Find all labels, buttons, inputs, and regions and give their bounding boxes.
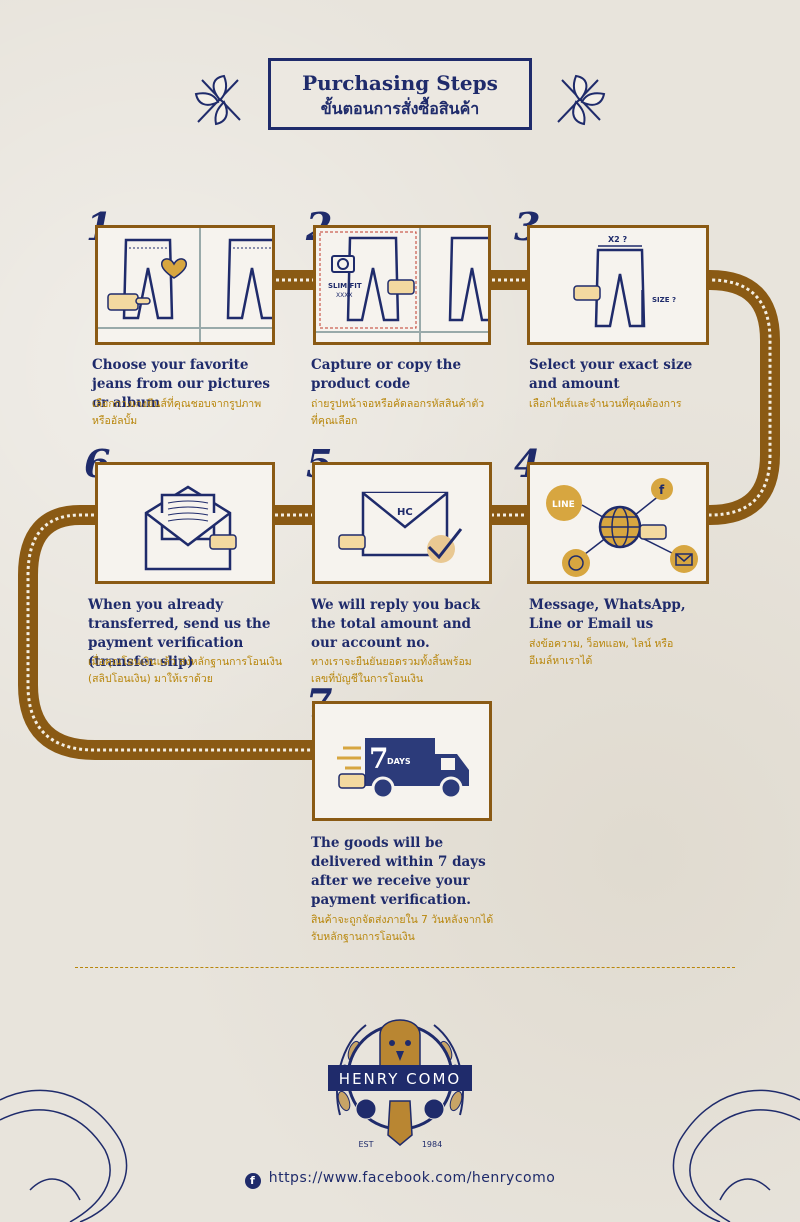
delivery-truck-illustration: 7 DAYS: [315, 704, 489, 818]
step-5-card: HC: [312, 462, 492, 584]
capture-code-illustration: SLIM FIT XXXX: [316, 228, 488, 342]
step-5-text-th: ทางเราจะยืนยันยอดรวมทั้งสิ้นพร้อมเลขที่บ…: [311, 656, 472, 685]
pointing-hand-icon: [573, 285, 601, 301]
step-4-text-th: ส่งข้อความ, ว็อทแอพ, ไลน์ หรืออีเมล์หาเร…: [529, 638, 674, 667]
emblem-banner: [328, 1065, 472, 1091]
svg-text:f: f: [659, 483, 665, 497]
emblem-est: EST: [358, 1140, 373, 1149]
emblem-brand: HENRY COMO: [339, 1070, 461, 1088]
crossed-leaves-icon-left: [194, 74, 241, 126]
pointing-hand-icon: [639, 524, 667, 540]
step-2-card: SLIM FIT XXXX: [313, 225, 491, 345]
step-7-card: 7 DAYS: [312, 701, 492, 821]
facebook-link[interactable]: f https://www.facebook.com/henrycomo: [0, 1170, 800, 1189]
line-icon: [546, 485, 582, 521]
crossed-leaves-icon-right: [557, 74, 606, 126]
heart-icon: [161, 258, 187, 279]
step-2-text-th: ถ่ายรูปหน้าจอหรือคัดลอกรหัสสินค้าตัวที่ค…: [311, 398, 485, 427]
step-1-text-en: Choose your favorite jeans from our pict…: [92, 357, 271, 411]
pointing-hand-icon: [209, 534, 237, 550]
step-3-text-th: เลือกไซส์และจำนวนที่คุณต้องการ: [529, 398, 682, 410]
facebook-icon: [651, 478, 673, 500]
reply-envelope-illustration: HC: [315, 465, 489, 581]
emblem-year: 1984: [422, 1140, 442, 1149]
email-icon: [670, 545, 698, 573]
step-5-text-en: We will reply you back the total amount …: [311, 597, 480, 651]
wheel-icon: [439, 776, 463, 800]
pointing-hand-icon: [107, 293, 151, 311]
facebook-icon: f: [244, 1173, 261, 1189]
step-6-card: [95, 462, 275, 584]
contact-channels-illustration: LINE f: [530, 465, 706, 581]
truck-cargo: [365, 738, 435, 786]
code-label: XXXX: [336, 292, 352, 299]
divider: [75, 967, 735, 968]
step-6-text-en: When you already transferred, send us th…: [88, 597, 271, 670]
ribbon-decoration-right: [672, 1089, 800, 1222]
step-3-card: X2 ? SIZE ?: [527, 225, 709, 345]
slim-fit-label: SLIM FIT: [328, 282, 362, 290]
facebook-url[interactable]: https://www.facebook.com/henrycomo: [268, 1170, 556, 1186]
step-7-text-en: The goods will be delivered within 7 day…: [311, 835, 486, 908]
step-4-card: LINE f: [527, 462, 709, 584]
svg-text:LINE: LINE: [552, 500, 575, 510]
open-envelope-illustration: [98, 465, 272, 581]
check-icon: [427, 528, 463, 560]
jeans-gallery-illustration: [98, 228, 272, 342]
hc-label: HC: [397, 507, 413, 518]
step-2-text-en: Capture or copy the product code: [311, 357, 462, 392]
quantity-label: X2 ?: [608, 235, 628, 244]
size-label: SIZE ?: [652, 296, 676, 304]
pointing-hand-icon: [387, 279, 415, 295]
step-4-text-en: Message, WhatsApp, Line or Email us: [529, 597, 686, 632]
step-7-text-th: สินค้าจะถูกจัดส่งภายใน 7 วันหลังจากได้รั…: [311, 914, 494, 943]
ribbon-decoration-left: [0, 1089, 128, 1222]
step-3-text-en: Select your exact size and amount: [529, 357, 693, 392]
pointing-hand-icon: [338, 534, 366, 550]
camera-icon: [331, 255, 355, 273]
page-subtitle-thai: ขั้นตอนการสั่งซื้อสินค้า: [320, 99, 480, 118]
select-size-illustration: X2 ? SIZE ?: [530, 228, 706, 342]
page-title: Purchasing Steps: [302, 71, 498, 95]
step-6-text-th: เมื่อคุณโอนเงินแล้ว ส่งหลักฐานการโอนเงิน…: [88, 656, 283, 685]
step-1-text-th: เลือกกางเกงยีนส์ที่คุณชอบจากรูปภาพ หรืออ…: [92, 398, 262, 427]
step-1-card: [95, 225, 275, 345]
check-circle-icon: [427, 535, 455, 563]
pointing-hand-icon: [338, 773, 366, 789]
svg-text:DAYS: DAYS: [387, 757, 411, 766]
henry-como-emblem: HENRY COMO EST 1984: [328, 1019, 472, 1149]
svg-text:7: 7: [369, 742, 388, 775]
whatsapp-icon: [562, 549, 590, 577]
title-box: Purchasing Steps ขั้นตอนการสั่งซื้อสินค้…: [268, 58, 532, 130]
wheel-icon: [371, 776, 395, 800]
